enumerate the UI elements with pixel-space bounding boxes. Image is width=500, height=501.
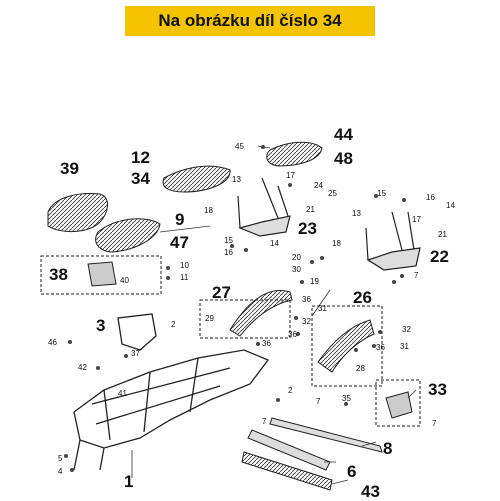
callout-18b: 18 — [332, 239, 341, 248]
callout-7d: 7 — [432, 419, 437, 428]
callout-47: 47 — [170, 233, 189, 252]
callout-8: 8 — [383, 439, 393, 458]
seat-47 — [95, 218, 161, 253]
callout-22: 22 — [430, 247, 449, 266]
callout-10: 10 — [180, 261, 189, 270]
bar-8 — [269, 417, 383, 453]
callout-11: 11 — [180, 273, 189, 282]
cover-39 — [47, 193, 108, 232]
callout-7c: 7 — [262, 417, 267, 426]
callout-35: 35 — [342, 394, 351, 403]
callout-13a: 13 — [232, 175, 241, 184]
callout-21b: 21 — [438, 230, 447, 239]
callout-37: 37 — [131, 349, 140, 358]
callout-15b: 15 — [377, 189, 386, 198]
callout-12: 12 — [131, 148, 150, 167]
callout-44: 44 — [334, 125, 353, 144]
callout-13b: 13 — [352, 209, 361, 218]
seat-34 — [162, 165, 231, 193]
callout-2a: 2 — [171, 320, 176, 329]
callout-42: 42 — [78, 363, 87, 372]
group-box-33 — [375, 379, 421, 427]
callout-25: 25 — [328, 189, 337, 198]
callout-15a: 15 — [224, 236, 233, 245]
callout-9: 9 — [175, 210, 185, 229]
callout-26: 26 — [353, 288, 372, 307]
callout-5: 5 — [58, 454, 63, 463]
callout-31a: 31 — [318, 304, 327, 313]
callout-32a: 32 — [302, 317, 311, 326]
callout-18a: 18 — [204, 206, 213, 215]
bracket-3 — [117, 313, 157, 351]
bar-6 — [247, 429, 331, 471]
callout-31b: 31 — [400, 342, 409, 351]
callout-7b: 7 — [316, 397, 321, 406]
callout-4: 4 — [58, 467, 63, 476]
callout-33: 33 — [428, 380, 447, 399]
callout-1: 1 — [124, 472, 134, 491]
callout-36d: 36 — [376, 343, 385, 352]
callout-24: 24 — [314, 181, 323, 190]
callout-16b: 16 — [426, 193, 435, 202]
callout-23: 23 — [298, 219, 317, 238]
callout-43: 43 — [361, 482, 380, 501]
callout-40: 40 — [120, 276, 129, 285]
callout-16a: 16 — [224, 248, 233, 257]
group-box-27 — [199, 299, 291, 339]
main-frame-1 — [73, 349, 270, 471]
cover-26 — [317, 319, 375, 373]
callout-20: 20 — [292, 253, 301, 262]
group-box-38 — [40, 255, 162, 295]
title-banner: Na obrázku díl číslo 34 — [125, 6, 375, 36]
callout-2b: 2 — [288, 386, 293, 395]
callout-38: 38 — [49, 265, 68, 284]
cover-48 — [266, 141, 323, 167]
callout-17a: 17 — [286, 171, 295, 180]
callout-14a: 14 — [270, 239, 279, 248]
bracket-33 — [385, 391, 413, 419]
callout-17b: 17 — [412, 215, 421, 224]
part-38 — [87, 261, 117, 287]
callout-48: 48 — [334, 149, 353, 168]
bar-43 — [241, 451, 333, 491]
callout-27: 27 — [212, 283, 231, 302]
callout-36b: 36 — [262, 339, 271, 348]
callout-36c: 36 — [288, 330, 297, 339]
callout-14b: 14 — [446, 201, 455, 210]
callout-6: 6 — [347, 462, 357, 481]
callout-34: 34 — [131, 169, 150, 188]
callout-19: 19 — [310, 277, 319, 286]
callout-39: 39 — [60, 159, 79, 178]
callout-21a: 21 — [306, 205, 315, 214]
callout-45: 45 — [235, 142, 244, 151]
callout-28: 28 — [356, 364, 365, 373]
group-box-26 — [311, 305, 383, 387]
callout-29: 29 — [205, 314, 214, 323]
callout-7a: 7 — [414, 271, 419, 280]
callout-30: 30 — [292, 265, 301, 274]
cover-27 — [229, 290, 293, 337]
callout-41: 41 — [118, 389, 127, 398]
callout-46: 46 — [48, 338, 57, 347]
callout-3: 3 — [96, 316, 106, 335]
callout-32b: 32 — [402, 325, 411, 334]
callout-36a: 36 — [302, 295, 311, 304]
